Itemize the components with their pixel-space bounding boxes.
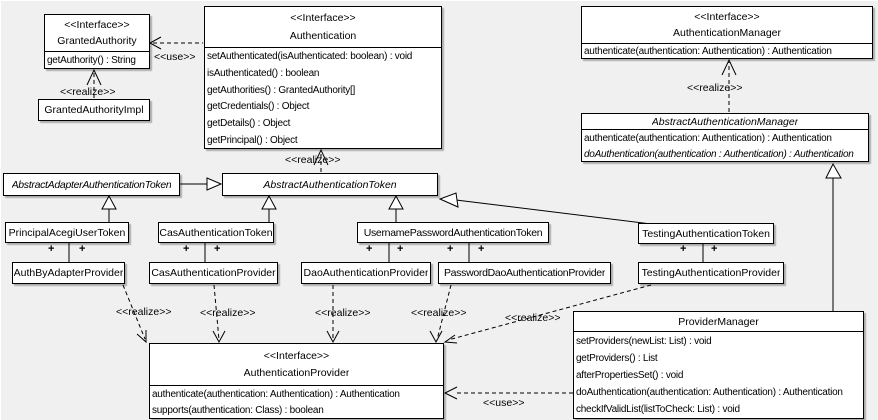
method: getCredentials() : Object <box>207 101 310 113</box>
method: authenticate(authentication: Authenticat… <box>584 46 832 57</box>
generalization-abstractadapter-to-abstracttoken <box>180 177 223 191</box>
realize-arrow-passworddaoprovider <box>429 284 452 344</box>
class-name: AbstractAuthenticationManager <box>651 115 799 128</box>
realize-label: <<realize>> <box>687 82 743 94</box>
class-granted-authority-impl: GrantedAuthorityImpl <box>38 99 150 121</box>
class-name: PrincipalAcegiUserToken <box>8 226 126 239</box>
realize-arrow-casauthenticationprovider <box>212 284 226 344</box>
class-username-password-authentication-token: UsernamePasswordAuthenticationToken <box>357 222 549 243</box>
class-name: AbstractAdapterAuthenticationToken <box>11 178 172 191</box>
stereotype-label: <<Interface>> <box>64 19 130 31</box>
use-arrow-providermanager <box>443 386 573 400</box>
class-abstract-authentication-manager: AbstractAuthenticationManager authentica… <box>581 113 869 162</box>
method: getDetails() : Object <box>207 118 291 130</box>
generalization-testingtoken <box>438 192 652 225</box>
realize-arrow-testingprovider <box>443 284 652 344</box>
method: doAuthentication(authentication: Authent… <box>576 387 843 398</box>
realize-arrow-grantedauthorityimpl <box>86 68 102 98</box>
class-testing-authentication-token: TestingAuthenticationToken <box>638 223 774 244</box>
method: getAuthorities() : GrantedAuthority[] <box>207 84 356 96</box>
class-name: ProviderManager <box>678 315 759 328</box>
generalization-castoken <box>261 194 277 222</box>
method-abstract: doAuthentication(authentication : Authen… <box>584 148 854 160</box>
method: getAuthority() : String <box>47 55 136 66</box>
class-authentication: <<Interface>> Authentication setAuthenti… <box>204 6 442 149</box>
multiplicity-plus: + <box>79 243 86 255</box>
realize-arrow-authbyadapterprovider <box>122 284 147 344</box>
class-name: GrantedAuthorityImpl <box>44 104 144 116</box>
class-testing-authentication-provider: TestingAuthenticationProvider <box>638 262 784 284</box>
multiplicity-plus: + <box>48 243 55 255</box>
class-abstract-authentication-token: AbstractAuthenticationToken <box>222 173 438 196</box>
realize-arrow-abstractauthenticationtoken <box>313 148 329 172</box>
class-provider-manager: ProviderManager setProviders(newList: Li… <box>573 311 864 419</box>
realize-label: <<realize>> <box>60 86 116 98</box>
method: checkIfValidList(listToCheck: List) : vo… <box>576 404 740 415</box>
class-name: AuthByAdapterProvider <box>13 267 124 279</box>
use-label: <<use>> <box>483 397 525 409</box>
realize-label: <<realize>> <box>315 307 371 319</box>
class-dao-authentication-provider: DaoAuthenticationProvider <box>301 262 431 284</box>
class-name: CasAuthenticationToken <box>159 226 273 239</box>
method: authenticate(authentication: Authenticat… <box>152 389 400 400</box>
multiplicity-plus: + <box>397 243 404 255</box>
method: setProviders(newList: List) : void <box>576 336 712 347</box>
method: afterPropertiesSet() : void <box>576 370 684 381</box>
association-lines <box>68 243 704 262</box>
class-name: UsernamePasswordAuthenticationToken <box>363 226 543 239</box>
method: supports(authentication: Class) : boolea… <box>152 405 324 416</box>
multiplicity-plus: + <box>447 243 454 255</box>
class-principal-acegi-user-token: PrincipalAcegiUserToken <box>5 222 129 243</box>
class-authentication-manager: <<Interface>> AuthenticationManager auth… <box>581 6 873 59</box>
method: setAuthenticated(isAuthenticated: boolea… <box>207 51 413 62</box>
method: getProviders() : List <box>576 353 658 364</box>
class-name: AuthenticationProvider <box>243 367 350 380</box>
realize-label: <<realize>> <box>411 307 467 319</box>
realize-label: <<realize>> <box>505 312 561 324</box>
realize-label: <<realize>> <box>116 306 172 318</box>
use-arrow-authentication-to-grantedauthority <box>148 36 203 50</box>
method: getPrincipal() : Object <box>207 134 298 146</box>
multiplicity-plus: + <box>183 243 190 255</box>
realize-arrow-abstractauthenticationmanager <box>721 58 737 112</box>
class-name: GrantedAuthority <box>57 35 137 47</box>
class-name: PasswordDaoAuthenticationProvider <box>443 267 606 279</box>
class-abstract-adapter-authentication-token: AbstractAdapterAuthenticationToken <box>3 173 180 196</box>
multiplicity-plus: + <box>680 243 687 255</box>
generalization-usernamepasswordtoken <box>388 194 404 222</box>
realize-label: <<realize>> <box>285 154 341 166</box>
class-name: AbstractAuthenticationToken <box>263 178 397 191</box>
method: isAuthenticated() : boolean <box>207 67 320 79</box>
class-cas-authentication-token: CasAuthenticationToken <box>158 222 274 243</box>
class-name: Authentication <box>289 29 357 42</box>
class-name: AuthenticationManager <box>673 27 781 39</box>
class-authentication-provider: <<Interface>> AuthenticationProvider aut… <box>149 343 444 419</box>
stereotype-label: <<Interface>> <box>290 12 356 25</box>
use-label: <<use>> <box>154 51 196 63</box>
class-password-dao-authentication-provider: PasswordDaoAuthenticationProvider <box>438 262 611 284</box>
class-name: CasAuthenticationProvider <box>151 267 276 279</box>
class-auth-by-adapter-provider: AuthByAdapterProvider <box>12 262 125 284</box>
multiplicity-plus: + <box>366 243 373 255</box>
realize-arrow-daoauthenticationprovider <box>326 285 340 344</box>
stereotype-label: <<Interface>> <box>263 349 330 362</box>
multiplicity-plus: + <box>711 243 718 255</box>
class-name: TestingAuthenticationToken <box>642 227 770 240</box>
class-name: DaoAuthenticationProvider <box>303 267 429 279</box>
method: authenticate(authentication: Authenticat… <box>584 133 832 144</box>
multiplicity-plus: + <box>214 243 221 255</box>
class-name: TestingAuthenticationProvider <box>641 267 781 279</box>
stereotype-label: <<Interface>> <box>694 11 760 23</box>
generalization-providermanager <box>825 162 842 311</box>
class-granted-authority: <<Interface>> GrantedAuthority getAuthor… <box>44 14 150 69</box>
class-cas-authentication-provider: CasAuthenticationProvider <box>149 262 278 284</box>
generalization-principalacegi <box>101 194 117 222</box>
realize-label: <<realize>> <box>200 307 256 319</box>
multiplicity-plus: + <box>478 243 485 255</box>
